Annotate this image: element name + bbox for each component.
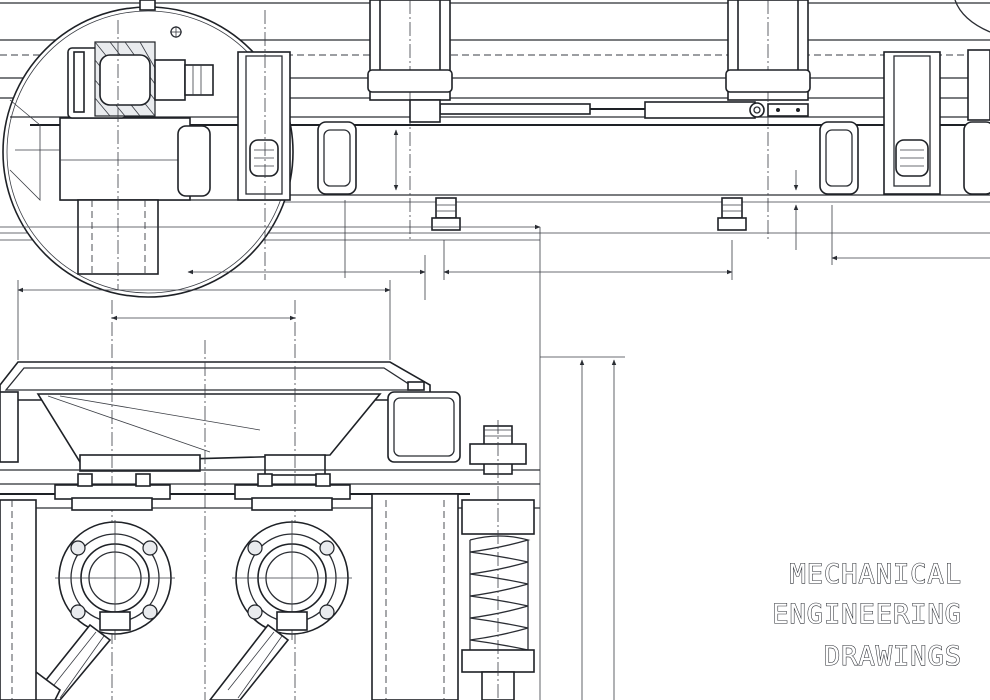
flange-right-icon xyxy=(232,520,352,640)
coil-spring-icon xyxy=(461,420,535,700)
title-line-1: MECHANICAL xyxy=(789,559,962,590)
support-left xyxy=(0,499,37,700)
foot-left xyxy=(431,197,461,231)
clevis-right xyxy=(883,49,990,195)
support-middle xyxy=(371,493,459,700)
foot-right xyxy=(717,197,747,231)
collar-right xyxy=(234,473,351,511)
detail-magnifier-circle xyxy=(2,0,294,298)
dimension-lines xyxy=(0,200,990,700)
actuator-arms xyxy=(14,623,290,700)
hopper-assembly xyxy=(0,300,540,700)
title-block: MECHANICAL ENGINEERING DRAWINGS xyxy=(772,558,962,672)
flange-left-icon xyxy=(55,520,175,640)
title-line-2: ENGINEERING xyxy=(772,599,962,630)
collar-left xyxy=(54,473,171,511)
title-line-3: DRAWINGS xyxy=(824,641,962,672)
